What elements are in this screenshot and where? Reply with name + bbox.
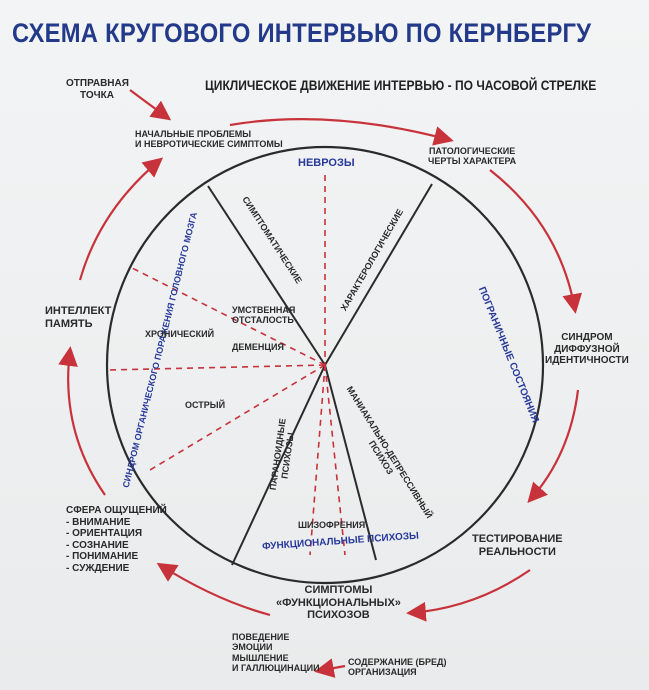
symptom-list-label: ПОВЕДЕНИЕ ЭМОЦИИ МЫШЛЕНИЕ И ГАЛЛЮЦИНАЦИИ <box>232 632 320 674</box>
inner-schizophrenia: ШИЗОФРЕНИЯ <box>298 520 366 530</box>
functional-symptoms-label: СИМПТОМЫ «ФУНКЦИОНАЛЬНЫХ» ПСИХОЗОВ <box>276 584 401 622</box>
arrow-to-reality <box>527 389 580 503</box>
main-circle <box>105 145 545 585</box>
inner-mental-retardation: УМСТВЕННАЯ ОТСТАЛОСТЬ <box>232 305 296 326</box>
diffusion-identity-label: СИНДРОМ ДИФФУЗНОЙ ИДЕНТИЧНОСТИ <box>545 332 629 366</box>
diagram-subtitle: ЦИКЛИЧЕСКОЕ ДВИЖЕНИЕ ИНТЕРВЬЮ - ПО ЧАСОВ… <box>205 77 597 93</box>
cycle-arrows <box>58 89 582 678</box>
arrow-to-intellect <box>58 346 106 496</box>
arrow-to-sensorium <box>156 562 271 617</box>
arrow-start-point <box>129 89 172 121</box>
start-point-label: ОТПРАВНАЯ ТОЧКА <box>66 78 129 101</box>
diagram-title: СХЕМА КРУГОВОГО ИНТЕРВЬЮ ПО КЕРНБЕРГУ <box>12 18 592 48</box>
arrow-to-diffusion <box>489 169 582 314</box>
sector-neuroses: НЕВРОЗЫ <box>298 157 355 169</box>
inner-chronic: ХРОНИЧЕСКИЙ <box>145 329 215 339</box>
arrow-content-to-symptoms <box>314 658 346 678</box>
pathological-traits-label: ПАТОЛОГИЧЕСКИЕ ЧЕРТЫ ХАРАКТЕРА <box>428 146 517 167</box>
content-organization-label: СОДЕРЖАНИЕ (БРЕД) ОРГАНИЗАЦИЯ <box>348 657 447 678</box>
intellect-memory-label: ИНТЕЛЛЕКТ ПАМЯТЬ <box>45 305 112 330</box>
initial-problems-label: НАЧАЛЬНЫЕ ПРОБЛЕМЫ И НЕВРОТИЧЕСКИЕ СИМПТ… <box>135 129 283 150</box>
sector-dividers <box>207 183 433 566</box>
inner-acute: ОСТРЫЙ <box>185 400 226 410</box>
sensorium-label: СФЕРА ОЩУЩЕНИЙ - ВНИМАНИЕ - ОРИЕНТАЦИЯ -… <box>66 505 167 574</box>
arrow-to-pathological <box>229 118 454 146</box>
arrow-to-initial <box>78 157 164 281</box>
arrow-to-functional <box>406 569 531 622</box>
inner-dementia: ДЕМЕНЦИЯ <box>232 342 284 352</box>
reality-testing-label: ТЕСТИРОВАНИЕ РЕАЛЬНОСТИ <box>472 533 563 558</box>
dashed-dividers <box>107 175 346 556</box>
